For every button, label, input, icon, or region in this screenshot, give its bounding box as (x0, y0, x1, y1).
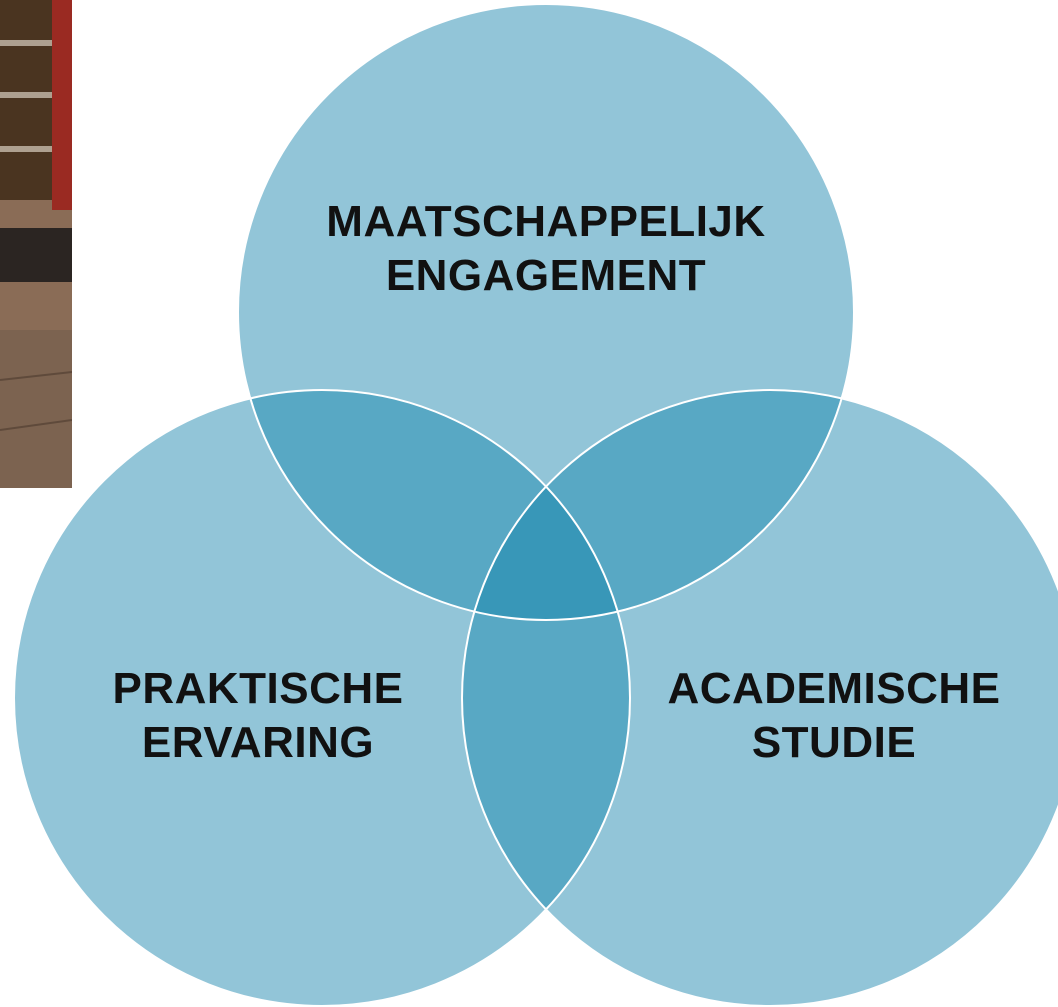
label-right-line-1: ACADEMISCHE (667, 664, 1001, 713)
label-left-line-1: PRAKTISCHE (112, 664, 404, 713)
outline-left (13, 389, 631, 1007)
label-praktische-ervaring: PRAKTISCHE ERVARING (58, 662, 458, 770)
outline-top (237, 3, 855, 621)
label-top-line-1: MAATSCHAPPELIJK (326, 197, 766, 246)
overlap-top-right (462, 390, 854, 620)
label-academische-studie: ACADEMISCHE STUDIE (634, 662, 1034, 770)
shop-interior-photo (0, 0, 72, 488)
label-left-line-2: ERVARING (141, 718, 375, 767)
label-maatschappelijk-engagement: MAATSCHAPPELIJK ENGAGEMENT (296, 195, 796, 303)
overlap-top-left (238, 390, 630, 620)
label-top-line-2: ENGAGEMENT (385, 251, 707, 300)
label-right-line-2: STUDIE (751, 718, 917, 767)
outline-right (461, 389, 1058, 1007)
